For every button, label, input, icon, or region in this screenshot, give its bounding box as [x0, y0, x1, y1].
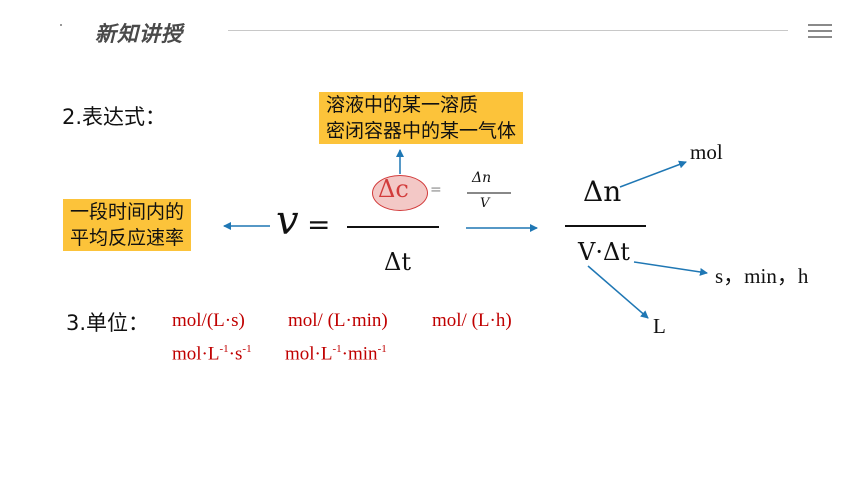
- definition-box-substance: 溶液中的某一溶质 密闭容器中的某一气体: [319, 92, 524, 144]
- definition-box-substance-line2: 密闭容器中的某一气体: [326, 120, 517, 142]
- label-L: L: [653, 314, 666, 338]
- formula-small-denominator: V: [480, 196, 490, 211]
- definition-box-rate: 一段时间内的 平均反应速率: [63, 199, 192, 251]
- formula-denominator: Δt: [384, 248, 411, 276]
- unit-mol-L-s-exponent: mol·L-1·s-1: [172, 343, 252, 365]
- delta-c-highlight: [372, 175, 428, 211]
- big-fraction-denominator: V·Δt: [578, 238, 630, 266]
- arrow-to-L: [587, 265, 649, 319]
- formula-v: v: [276, 198, 299, 244]
- label-time-units: s，min，h: [715, 264, 809, 288]
- section-units-label: 3.单位：: [66, 311, 150, 335]
- unit-mol-per-L-s: mol/(L·s): [172, 310, 245, 331]
- definition-box-substance-line1: 溶液中的某一溶质: [326, 94, 479, 116]
- unit-mol-L-min-exponent: mol·L-1·min-1: [285, 343, 387, 365]
- unit-mol-per-L-h: mol/ (L·h): [432, 310, 512, 331]
- label-mol: mol: [690, 140, 723, 164]
- formula-delta-c: Δc: [378, 175, 409, 203]
- unit-mol-per-L-min: mol/ (L·min): [288, 310, 388, 331]
- definition-box-rate-line1: 一段时间内的: [70, 201, 185, 223]
- formula-equals: =: [307, 208, 331, 241]
- formula-small-numerator: Δn: [472, 170, 492, 186]
- big-fraction-numerator: Δn: [583, 175, 622, 208]
- page-title: 新知讲授: [95, 22, 183, 46]
- header-divider: [228, 30, 788, 31]
- arrow-to-mol: [619, 160, 687, 188]
- decor-dot: [60, 24, 62, 26]
- hamburger-menu-icon[interactable]: [808, 22, 832, 40]
- arrow-to-time-units: [633, 261, 708, 276]
- definition-box-rate-line2: 平均反应速率: [70, 227, 185, 249]
- section-expression-label: 2.表达式：: [62, 105, 167, 129]
- formula-small-equals: =: [430, 182, 442, 198]
